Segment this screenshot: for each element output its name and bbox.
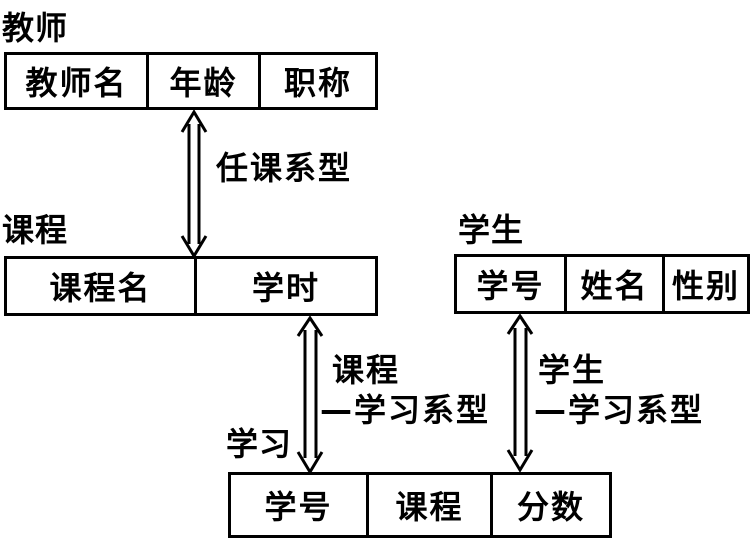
relationship-label-teaching: 任课系型 [216, 149, 353, 187]
double-arrow-teaching-icon [180, 109, 208, 259]
field-teacher-name: 教师名 [7, 55, 149, 107]
double-arrow-student-study-icon [506, 313, 534, 473]
double-arrow-course-study-icon [296, 315, 324, 475]
entity-name-course: 课程 [2, 211, 69, 249]
field-teacher-age: 年龄 [149, 55, 261, 107]
field-student-id: 学号 [457, 257, 567, 311]
field-course-name: 课程名 [7, 259, 197, 313]
field-student-gender: 性别 [671, 267, 740, 305]
record-teacher: 教师名 年龄 职称 [4, 52, 378, 110]
record-student: 学号 姓名 性别 [454, 254, 750, 314]
relationship-label-course-study-line2: —学习系型 [320, 391, 491, 429]
record-course: 课程名 学时 [4, 256, 378, 316]
field-student-name: 姓名 [567, 257, 665, 311]
relationship-label-course-study: 课程 —学习系型 [320, 350, 490, 430]
relationship-label-student-study-line1: 学生 [538, 351, 607, 389]
field-study-course: 课程 [369, 475, 493, 535]
relationship-label-student-study: 学生 —学习系型 [534, 350, 704, 430]
entity-name-student: 学生 [458, 211, 525, 249]
entity-name-study: 学习 [226, 425, 293, 463]
record-study: 学号 课程 分数 [228, 472, 612, 538]
entity-name-teacher: 教师 [2, 9, 69, 47]
relationship-label-course-study-line1: 课程 [332, 351, 401, 389]
field-study-score: 分数 [516, 488, 585, 526]
field-teacher-title: 职称 [283, 64, 352, 102]
relationship-label-student-study-line2: —学习系型 [534, 391, 705, 429]
field-study-student-id: 学号 [231, 475, 369, 535]
field-course-hours: 学时 [251, 269, 320, 307]
